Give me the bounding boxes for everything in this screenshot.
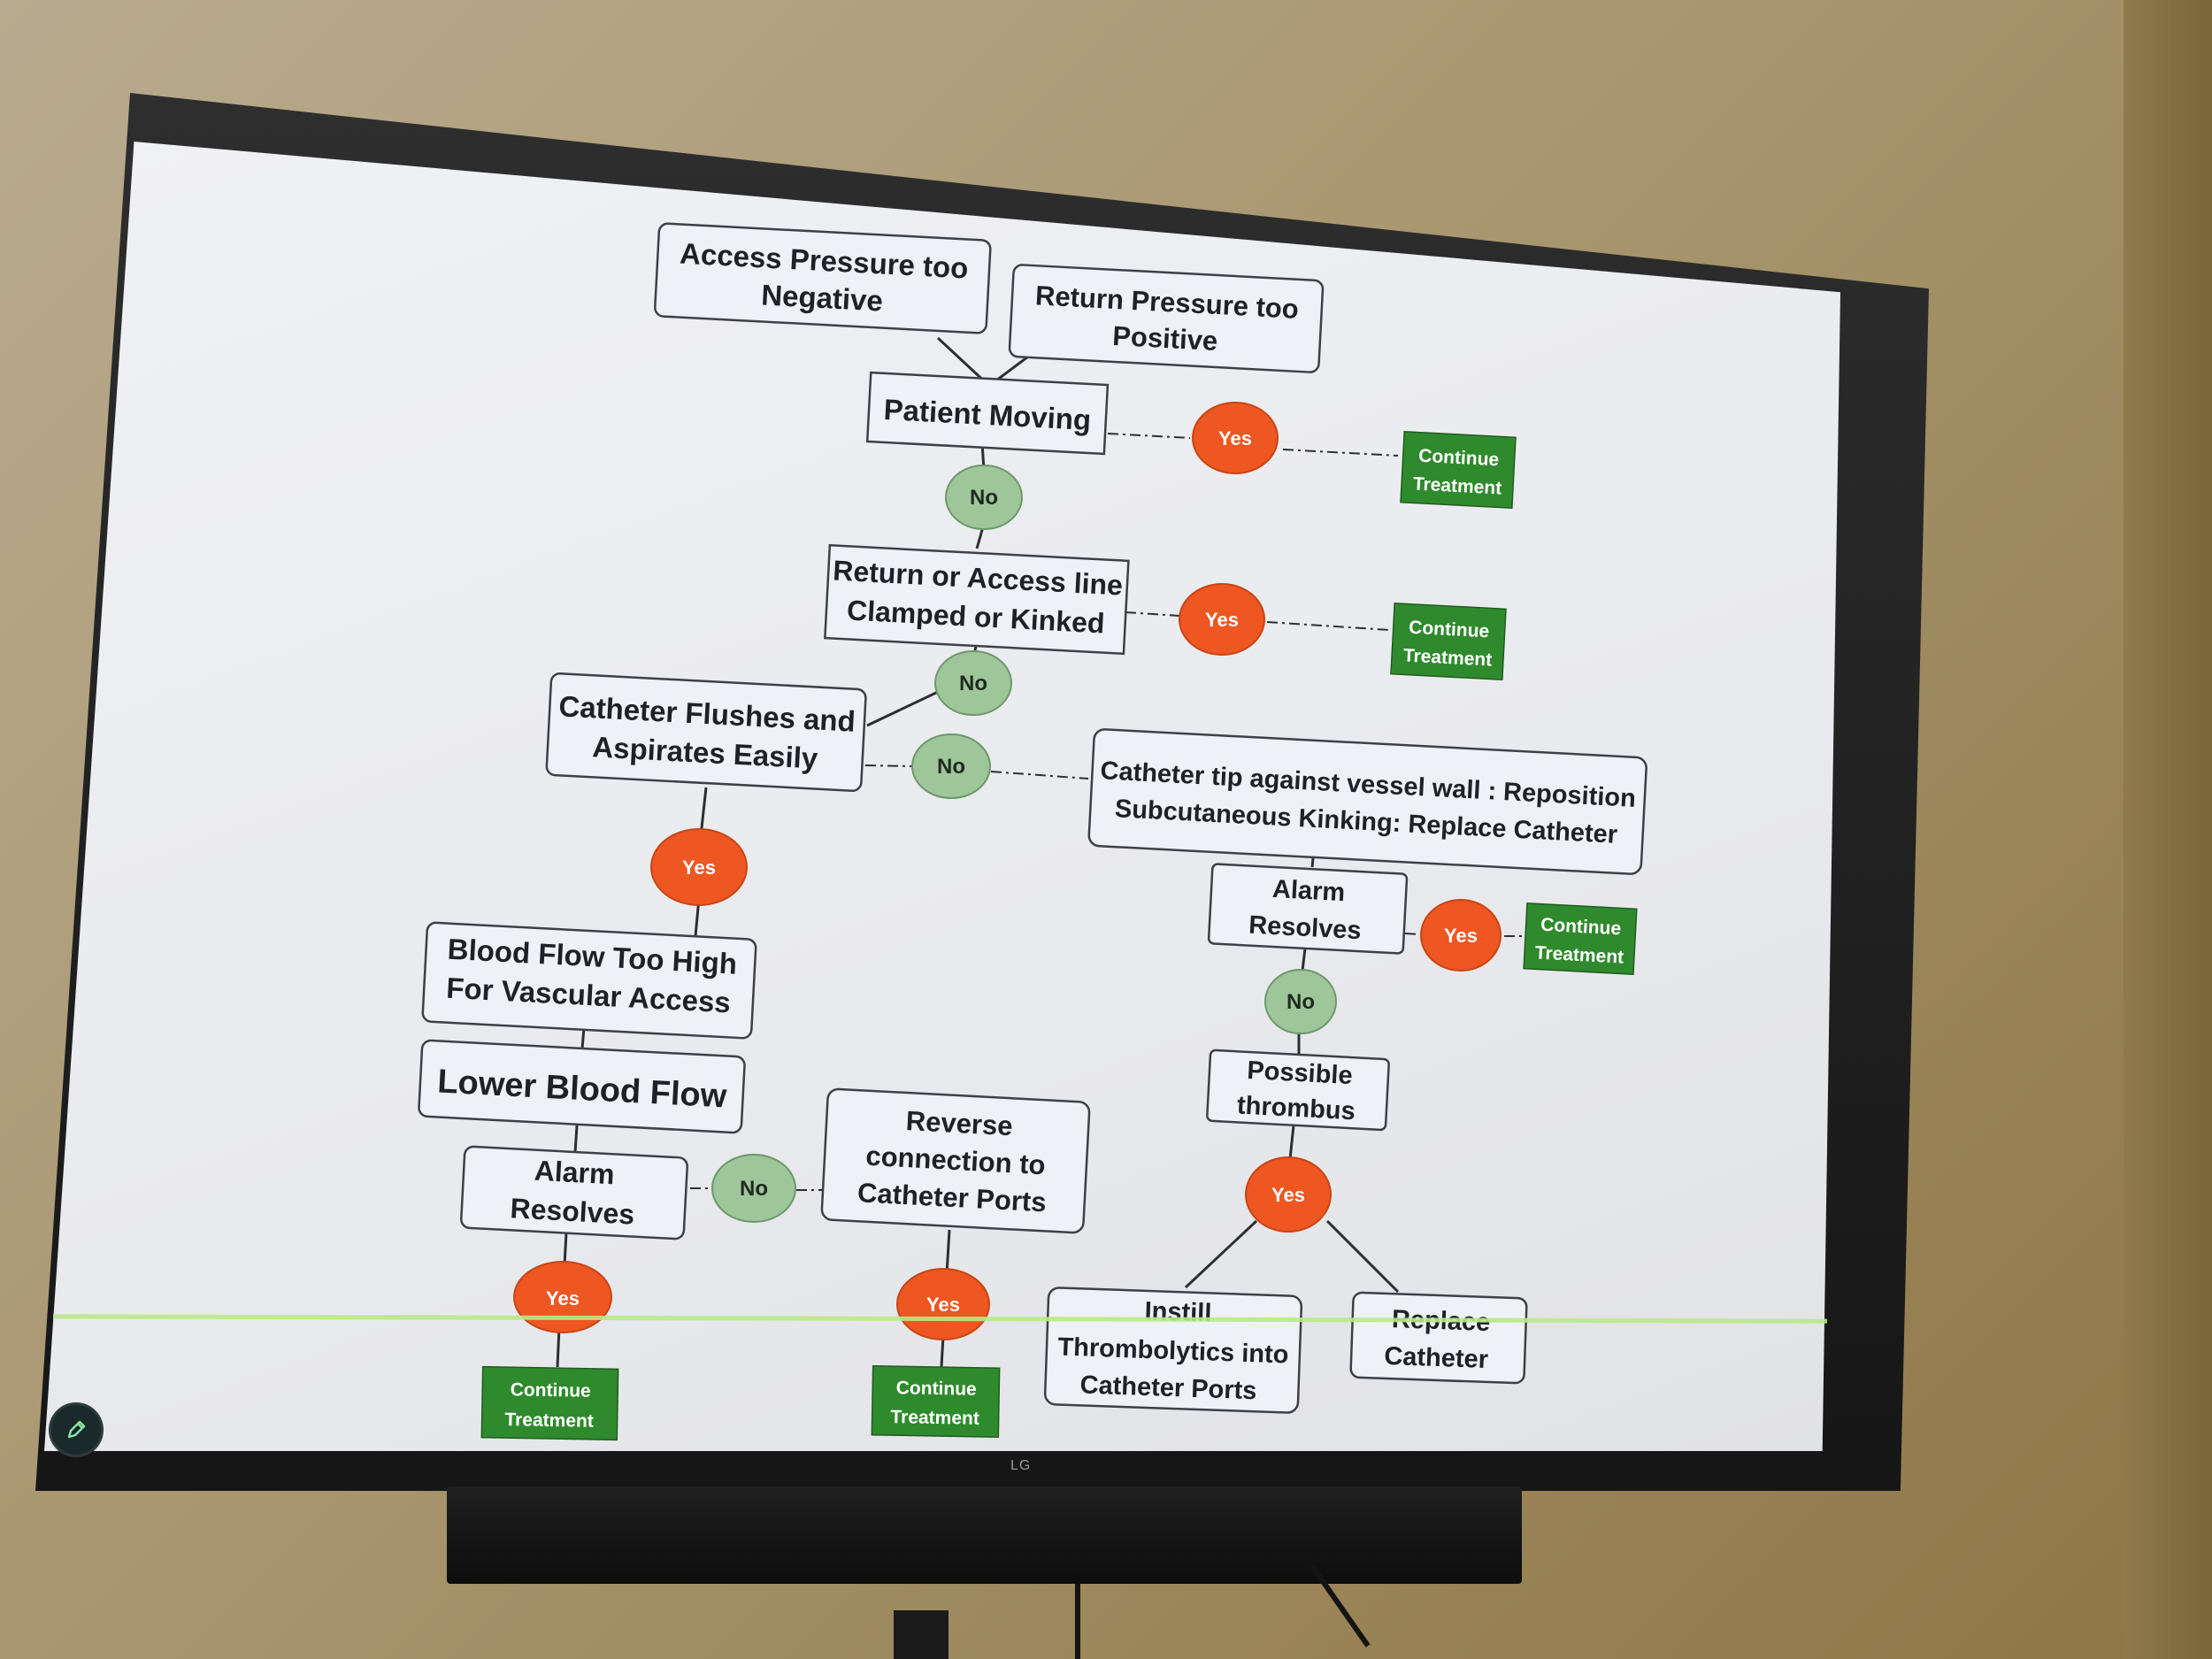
- box-return-pressure-positive: Return Pressure too Positive: [1008, 264, 1325, 373]
- svg-text:Alarm: Alarm: [1271, 875, 1346, 907]
- svg-text:Yes: Yes: [1444, 925, 1478, 947]
- yes-node-alarm-resolves-left: Yes: [513, 1261, 612, 1333]
- svg-text:Resolves: Resolves: [510, 1192, 635, 1230]
- svg-text:Continue: Continue: [1409, 618, 1490, 642]
- svg-text:No: No: [970, 486, 998, 510]
- box-alarm-resolves-right: Alarm Resolves: [1207, 863, 1409, 955]
- svg-text:Resolves: Resolves: [1248, 911, 1362, 946]
- svg-text:Treatment: Treatment: [1534, 942, 1624, 967]
- svg-text:Yes: Yes: [682, 856, 716, 879]
- svg-text:Yes: Yes: [1218, 427, 1252, 449]
- yes-node-catheter-flushes: Yes: [650, 828, 748, 906]
- svg-text:Alarm: Alarm: [534, 1155, 615, 1191]
- svg-text:Negative: Negative: [760, 278, 883, 317]
- soundbar: [447, 1486, 1522, 1584]
- svg-text:Continue: Continue: [1540, 915, 1622, 940]
- svg-text:Yes: Yes: [546, 1287, 580, 1310]
- svg-text:No: No: [1286, 990, 1315, 1014]
- svg-text:Continue: Continue: [896, 1378, 977, 1400]
- svg-text:Treatment: Treatment: [1412, 473, 1502, 498]
- edit-button[interactable]: [49, 1402, 104, 1457]
- svg-text:Yes: Yes: [926, 1294, 960, 1316]
- box-replace-catheter: Replace Catheter: [1349, 1291, 1528, 1385]
- no-node-alarm-resolves-left: No: [711, 1154, 796, 1223]
- continue-treatment-5: Continue Treatment: [871, 1364, 1001, 1438]
- svg-text:Positive: Positive: [1112, 320, 1219, 357]
- continue-treatment-1: Continue Treatment: [1400, 430, 1517, 510]
- svg-text:No: No: [959, 672, 987, 695]
- wall-corner: [2124, 0, 2212, 1659]
- tv-stand-base: [894, 1610, 949, 1659]
- yes-node-possible-thrombus: Yes: [1245, 1156, 1332, 1233]
- box-access-pressure-negative: Access Pressure too Negative: [654, 222, 992, 334]
- svg-text:No: No: [740, 1177, 768, 1201]
- box-patient-moving: Patient Moving: [865, 371, 1110, 456]
- pencil-icon: [67, 1420, 86, 1439]
- svg-text:Continue: Continue: [511, 1379, 591, 1402]
- no-node-line-clamped: No: [934, 650, 1012, 716]
- svg-text:Treatment: Treatment: [1402, 645, 1492, 670]
- svg-text:Yes: Yes: [1205, 609, 1239, 631]
- svg-text:Catheter Ports: Catheter Ports: [1079, 1371, 1257, 1405]
- box-catheter-flushes: Catheter Flushes and Aspirates Easily: [545, 672, 867, 792]
- cable-1: [1075, 1584, 1080, 1659]
- no-node-catheter-flushes: No: [911, 733, 991, 799]
- svg-text:Reverse: Reverse: [905, 1105, 1013, 1141]
- svg-text:Treatment: Treatment: [890, 1407, 979, 1429]
- box-lower-blood-flow: Lower Blood Flow: [418, 1039, 746, 1134]
- box-catheter-tip-reposition: Catheter tip against vessel wall : Repos…: [1087, 728, 1647, 875]
- svg-text:Catheter: Catheter: [1384, 1342, 1489, 1374]
- box-line-clamped-or-kinked: Return or Access line Clamped or Kinked: [824, 543, 1130, 656]
- box-alarm-resolves-left: Alarm Resolves: [460, 1145, 688, 1240]
- no-node-alarm-resolves-right: No: [1264, 969, 1337, 1034]
- svg-text:Instill: Instill: [1144, 1297, 1212, 1328]
- yes-node-line-clamped: Yes: [1179, 583, 1265, 656]
- svg-text:Continue: Continue: [1418, 446, 1500, 471]
- continue-treatment-2: Continue Treatment: [1390, 602, 1507, 681]
- box-reverse-connection: Reverse connection to Catheter Ports: [820, 1087, 1091, 1234]
- yes-node-reverse-connection: Yes: [896, 1268, 990, 1340]
- svg-text:No: No: [937, 755, 965, 779]
- svg-text:Treatment: Treatment: [504, 1409, 594, 1432]
- svg-text:Yes: Yes: [1271, 1184, 1305, 1206]
- box-instill-thrombolytics: Instill Thrombolytics into Catheter Port…: [1043, 1286, 1303, 1414]
- box-possible-thrombus: Possible thrombus: [1206, 1048, 1390, 1132]
- continue-treatment-3: Continue Treatment: [1523, 902, 1638, 975]
- svg-text:Possible: Possible: [1247, 1056, 1354, 1090]
- no-node-patient-moving: No: [945, 465, 1023, 530]
- continue-treatment-4: Continue Treatment: [480, 1365, 619, 1441]
- yes-node-patient-moving: Yes: [1192, 402, 1279, 474]
- tv-brand-logo: LG: [1010, 1458, 1032, 1473]
- yes-node-alarm-resolves-right: Yes: [1420, 899, 1502, 972]
- svg-text:thrombus: thrombus: [1236, 1091, 1356, 1125]
- box-blood-flow-too-high: Blood Flow Too High For Vascular Access: [421, 921, 757, 1040]
